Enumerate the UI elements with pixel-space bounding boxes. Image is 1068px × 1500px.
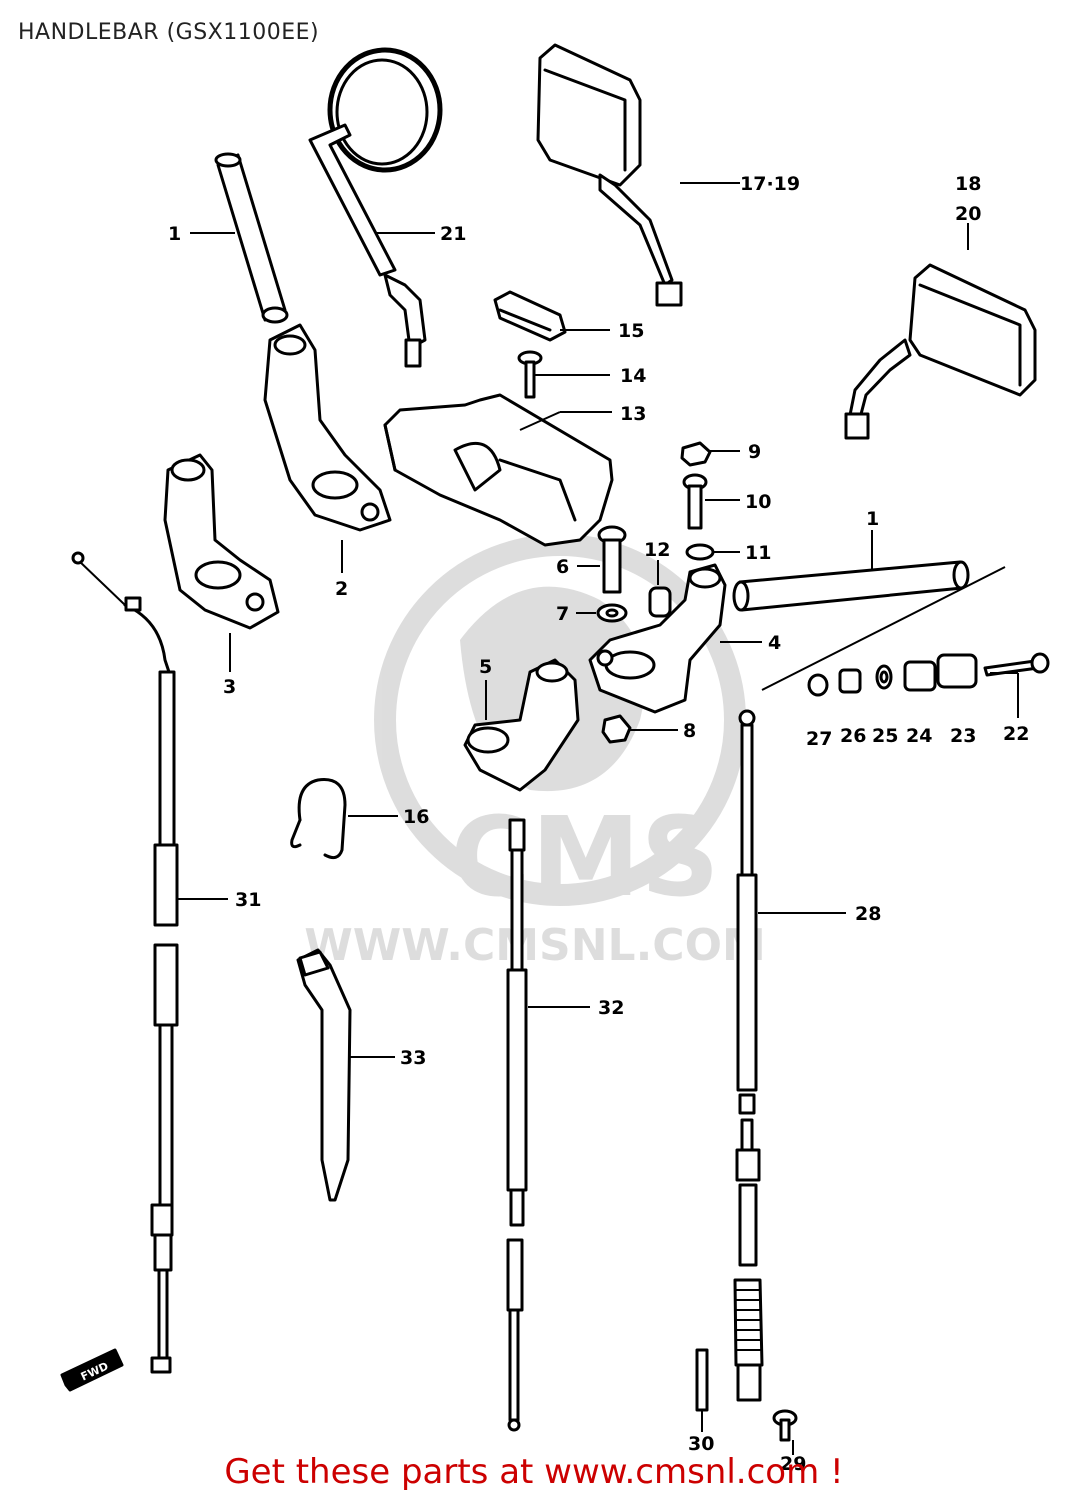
callout-23: 23	[950, 725, 976, 747]
callout-7: 7	[556, 603, 569, 625]
callout-20: 20	[955, 203, 981, 225]
svg-text:CMS: CMS	[450, 793, 719, 921]
cap-15	[493, 290, 567, 342]
washer-11	[685, 543, 715, 561]
nut-8	[601, 714, 632, 744]
callout-3: 3	[223, 676, 236, 698]
callout-24: 24	[906, 725, 932, 747]
callout-2: 2	[335, 578, 348, 600]
callout-10: 10	[745, 491, 771, 513]
bolt-6	[597, 525, 627, 594]
diagram-title: HANDLEBAR (GSX1100EE)	[18, 20, 320, 45]
clamp-16	[290, 778, 347, 860]
callout-4: 4	[768, 632, 781, 654]
callout-28: 28	[855, 903, 881, 925]
callout-1: 1	[168, 223, 181, 245]
callout-11: 11	[745, 542, 771, 564]
cable-32	[506, 818, 528, 1432]
screw-29	[772, 1409, 798, 1442]
holder-2	[263, 323, 392, 532]
fwd-arrow	[60, 1348, 124, 1392]
round-mirror	[308, 47, 443, 368]
callout-12: 12	[644, 539, 670, 561]
callout-8: 8	[683, 720, 696, 742]
callout-32: 32	[598, 997, 624, 1019]
callout-26: 26	[840, 725, 866, 747]
callout-18: 18	[955, 173, 981, 195]
callout-33: 33	[400, 1047, 426, 1069]
callout-5: 5	[479, 656, 492, 678]
screw-14	[517, 350, 543, 399]
rect-mirror-top	[536, 43, 683, 307]
cable-28	[733, 709, 764, 1402]
callout-27: 27	[806, 728, 832, 750]
callout-1b: 1	[866, 508, 879, 530]
callout-6: 6	[556, 556, 569, 578]
callout-13: 13	[620, 403, 646, 425]
footer-link-text[interactable]: Get these parts at www.cmsnl.com !	[224, 1452, 844, 1492]
callout-16: 16	[403, 806, 429, 828]
callout-17-19: 17·19	[740, 173, 800, 195]
holder-3	[163, 453, 280, 630]
holder-cover-13	[383, 393, 614, 547]
leader-lines	[178, 182, 1019, 1455]
callout-14: 14	[620, 365, 646, 387]
damper-12	[648, 586, 672, 618]
callout-31: 31	[235, 889, 261, 911]
holder-4	[588, 563, 727, 714]
callout-labels: 1 21 17·19 18 20 15 14 13 9 10 1 11 12 6…	[79, 173, 1030, 1475]
callout-30: 30	[688, 1433, 714, 1455]
cable-31	[71, 551, 179, 1374]
bar-end-parts	[807, 652, 1050, 697]
grip-left	[214, 152, 289, 324]
nut-9	[680, 441, 712, 467]
svg-text:WWW.CMSNL.COM: WWW.CMSNL.COM	[304, 920, 766, 971]
rect-mirror-right	[844, 263, 1037, 440]
callout-22: 22	[1003, 723, 1029, 745]
callout-15: 15	[618, 320, 644, 342]
callout-9: 9	[748, 441, 761, 463]
strap-33	[296, 948, 352, 1202]
callout-29: 29	[780, 1453, 806, 1475]
pin-30	[695, 1348, 709, 1412]
callout-21: 21	[440, 223, 466, 245]
bolt-10	[682, 473, 708, 530]
washer-7	[596, 603, 628, 623]
holder-5	[463, 658, 580, 792]
callout-25: 25	[872, 725, 898, 747]
